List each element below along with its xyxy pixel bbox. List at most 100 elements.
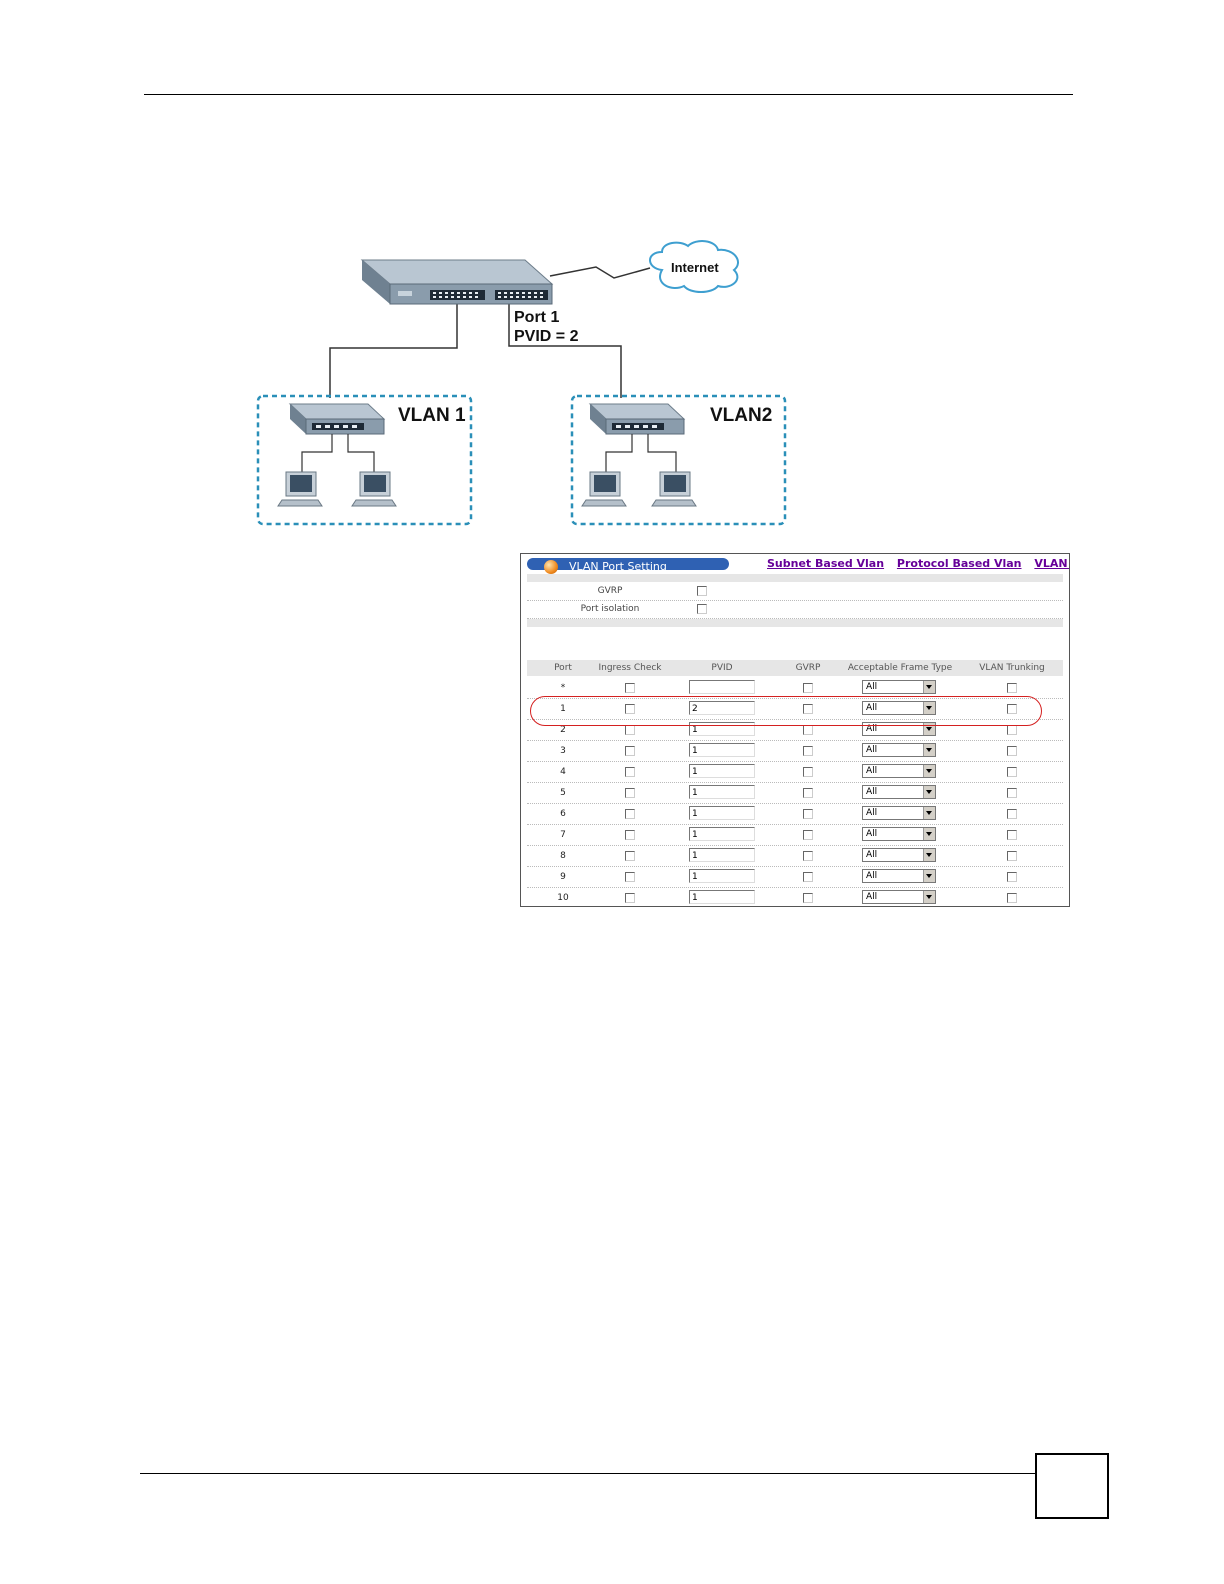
frame-type-select[interactable]: All [862,890,936,904]
frame-type-value: All [866,702,877,714]
gvrp-checkbox[interactable] [697,586,707,596]
port-number: 10 [551,893,575,903]
pvid-input[interactable]: 1 [689,890,755,904]
frame-type-select[interactable]: All [862,785,936,799]
pvid-input[interactable]: 1 [689,848,755,862]
chevron-down-icon[interactable] [923,849,935,861]
vlan-trunking-checkbox[interactable] [1007,704,1017,714]
section-strip [527,574,1063,582]
frame-type-select[interactable]: All [862,806,936,820]
vlan-trunking-checkbox[interactable] [1007,872,1017,882]
chevron-down-icon[interactable] [923,807,935,819]
ingress-check-checkbox[interactable] [625,767,635,777]
pvid-input[interactable]: 1 [689,869,755,883]
col-acceptable-frame-type: Acceptable Frame Type [848,663,952,673]
col-gvrp: GVRP [796,663,821,673]
ingress-check-checkbox[interactable] [625,809,635,819]
frame-type-select[interactable]: All [862,743,936,757]
chevron-down-icon[interactable] [923,744,935,756]
ingress-check-checkbox[interactable] [625,683,635,693]
port-table-header: Port Ingress Check PVID GVRP Acceptable … [527,660,1063,676]
page-number-box [1035,1453,1109,1519]
table-row: 21All [527,720,1063,741]
col-pvid: PVID [711,663,732,673]
port-number: 7 [551,830,575,840]
pvid-input[interactable]: 1 [689,785,755,799]
vlan-status-link[interactable]: VLAN Status [1034,557,1070,570]
chevron-down-icon[interactable] [923,891,935,903]
frame-type-select[interactable]: All [862,827,936,841]
vlan-trunking-checkbox[interactable] [1007,893,1017,903]
table-row: 8 1 All [527,846,1063,867]
vlan2-label: VLAN2 [710,405,772,427]
header-rule [144,94,1073,95]
table-row: 41All [527,762,1063,783]
chevron-down-icon[interactable] [923,702,935,714]
gvrp-port-checkbox[interactable] [803,830,813,840]
ingress-check-checkbox[interactable] [625,851,635,861]
vlan-trunking-checkbox[interactable] [1007,809,1017,819]
gvrp-port-checkbox[interactable] [803,893,813,903]
panel-title: VLAN Port Setting [569,560,667,573]
ingress-check-checkbox[interactable] [625,788,635,798]
vlan-trunking-checkbox[interactable] [1007,788,1017,798]
frame-type-select[interactable]: All [862,764,936,778]
table-row: 3 1 All [527,741,1063,762]
gvrp-port-checkbox[interactable] [803,767,813,777]
port-number: 6 [551,809,575,819]
vlan-trunking-checkbox[interactable] [1007,746,1017,756]
gvrp-row: GVRP [527,583,1063,601]
chevron-down-icon[interactable] [923,765,935,777]
vlan-switch-icon [290,404,384,434]
vlan-trunking-checkbox[interactable] [1007,725,1017,735]
ingress-check-checkbox[interactable] [625,830,635,840]
gvrp-port-checkbox[interactable] [803,851,813,861]
ingress-check-checkbox[interactable] [625,746,635,756]
frame-type-select[interactable]: All [862,701,936,715]
ingress-check-checkbox[interactable] [625,704,635,714]
chevron-down-icon[interactable] [923,828,935,840]
vlan-switch-icon [590,404,684,434]
frame-type-select[interactable]: All [862,869,936,883]
chevron-down-icon[interactable] [923,723,935,735]
gvrp-port-checkbox[interactable] [803,746,813,756]
pvid-input[interactable]: 1 [689,743,755,757]
pvid-input[interactable]: 2 [689,701,755,715]
ingress-check-checkbox[interactable] [625,872,635,882]
port-isolation-checkbox[interactable] [697,604,707,614]
gvrp-port-checkbox[interactable] [803,683,813,693]
pvid-input[interactable]: 1 [689,806,755,820]
vlan-trunking-checkbox[interactable] [1007,851,1017,861]
port-number: 8 [551,851,575,861]
frame-type-value: All [866,786,877,798]
port-pvid-label: Port 1 PVID = 2 [514,308,578,346]
frame-type-select[interactable]: All [862,722,936,736]
gvrp-port-checkbox[interactable] [803,788,813,798]
chevron-down-icon[interactable] [923,870,935,882]
general-settings: GVRP Port isolation [527,574,1063,626]
table-row: 7 1 All [527,825,1063,846]
pvid-input[interactable]: 1 [689,827,755,841]
gvrp-port-checkbox[interactable] [803,809,813,819]
gvrp-port-checkbox[interactable] [803,704,813,714]
pvid-input[interactable]: 1 [689,764,755,778]
chevron-down-icon[interactable] [923,681,935,693]
chevron-down-icon[interactable] [923,786,935,798]
ingress-check-checkbox[interactable] [625,893,635,903]
frame-type-value: All [866,744,877,756]
port-number: 3 [551,746,575,756]
gvrp-port-checkbox[interactable] [803,725,813,735]
vlan-trunking-checkbox[interactable] [1007,683,1017,693]
frame-type-value: All [866,765,877,777]
vlan-trunking-checkbox[interactable] [1007,830,1017,840]
vlan-trunking-checkbox[interactable] [1007,767,1017,777]
frame-type-select[interactable]: All [862,848,936,862]
frame-type-select[interactable]: All [862,680,936,694]
subnet-based-vlan-link[interactable]: Subnet Based Vlan [767,557,884,570]
gvrp-port-checkbox[interactable] [803,872,813,882]
pvid-input[interactable] [689,680,755,694]
pvid-input[interactable]: 1 [689,722,755,736]
ingress-check-checkbox[interactable] [625,725,635,735]
col-ingress-check: Ingress Check [598,663,661,673]
protocol-based-vlan-link[interactable]: Protocol Based Vlan [897,557,1022,570]
